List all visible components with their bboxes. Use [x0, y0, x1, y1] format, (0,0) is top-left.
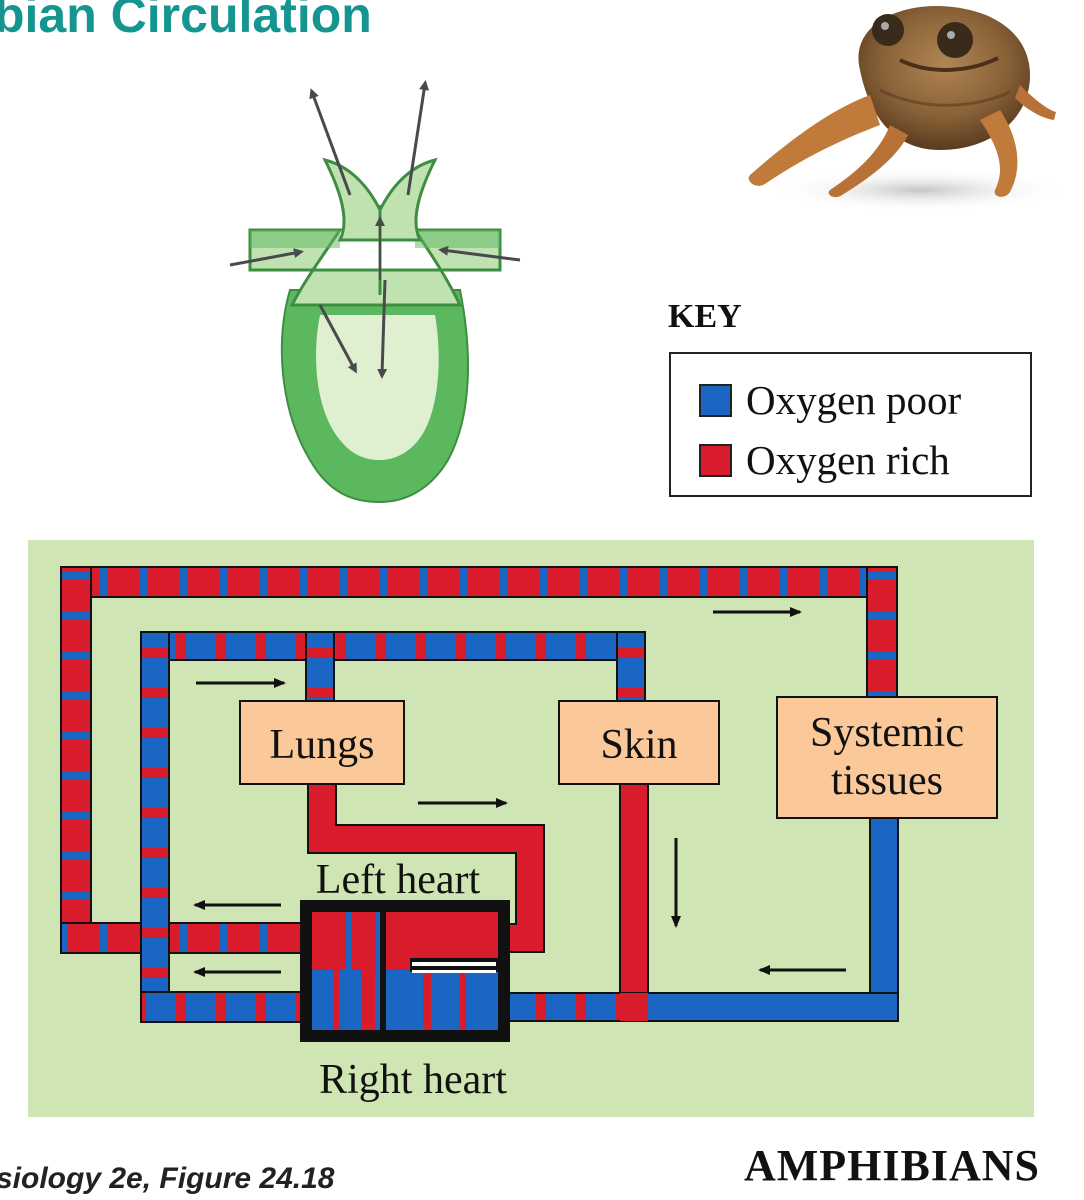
heart-illustration [229, 80, 521, 504]
skin-label: Skin [600, 722, 677, 768]
key-title: KEY [668, 298, 742, 335]
oxygen-rich-label: Oxygen rich [746, 437, 950, 483]
key-item-oxygen-poor: Oxygen poor [699, 376, 961, 424]
circulation-diagram: Lungs Skin Systemic tissues Left heart R… [28, 540, 1034, 1117]
systemic-tissues-box [776, 696, 998, 819]
amphibians-label: AMPHIBIANS [743, 1141, 1040, 1190]
oxygen-poor-swatch [699, 383, 732, 417]
systemic-label-line1: Systemic [810, 710, 964, 756]
oxygen-poor-label: Oxygen poor [746, 377, 962, 423]
systemic-artery [60, 566, 898, 954]
systemic-label-line2: tissues [831, 758, 943, 804]
oxygen-rich-swatch [699, 443, 732, 477]
lungs-box [239, 700, 405, 785]
systemic-vein [502, 814, 899, 1022]
heart-block [300, 900, 510, 1042]
pulmocutaneous-artery [140, 631, 646, 1023]
cutaneous-vein [619, 779, 649, 1006]
key-legend: Oxygen poor Oxygen rich [669, 352, 1032, 497]
frog-image [748, 5, 1060, 212]
lungs-label: Lungs [270, 722, 375, 768]
key-item-oxygen-rich: Oxygen rich [699, 436, 950, 484]
figure-citation: siology 2e, Figure 24.18 [0, 1162, 335, 1195]
right-heart-label: Right heart [319, 1057, 507, 1103]
left-heart-label: Left heart [316, 857, 481, 903]
skin-box [558, 700, 720, 785]
page-title: bian Circulation [0, 0, 372, 43]
